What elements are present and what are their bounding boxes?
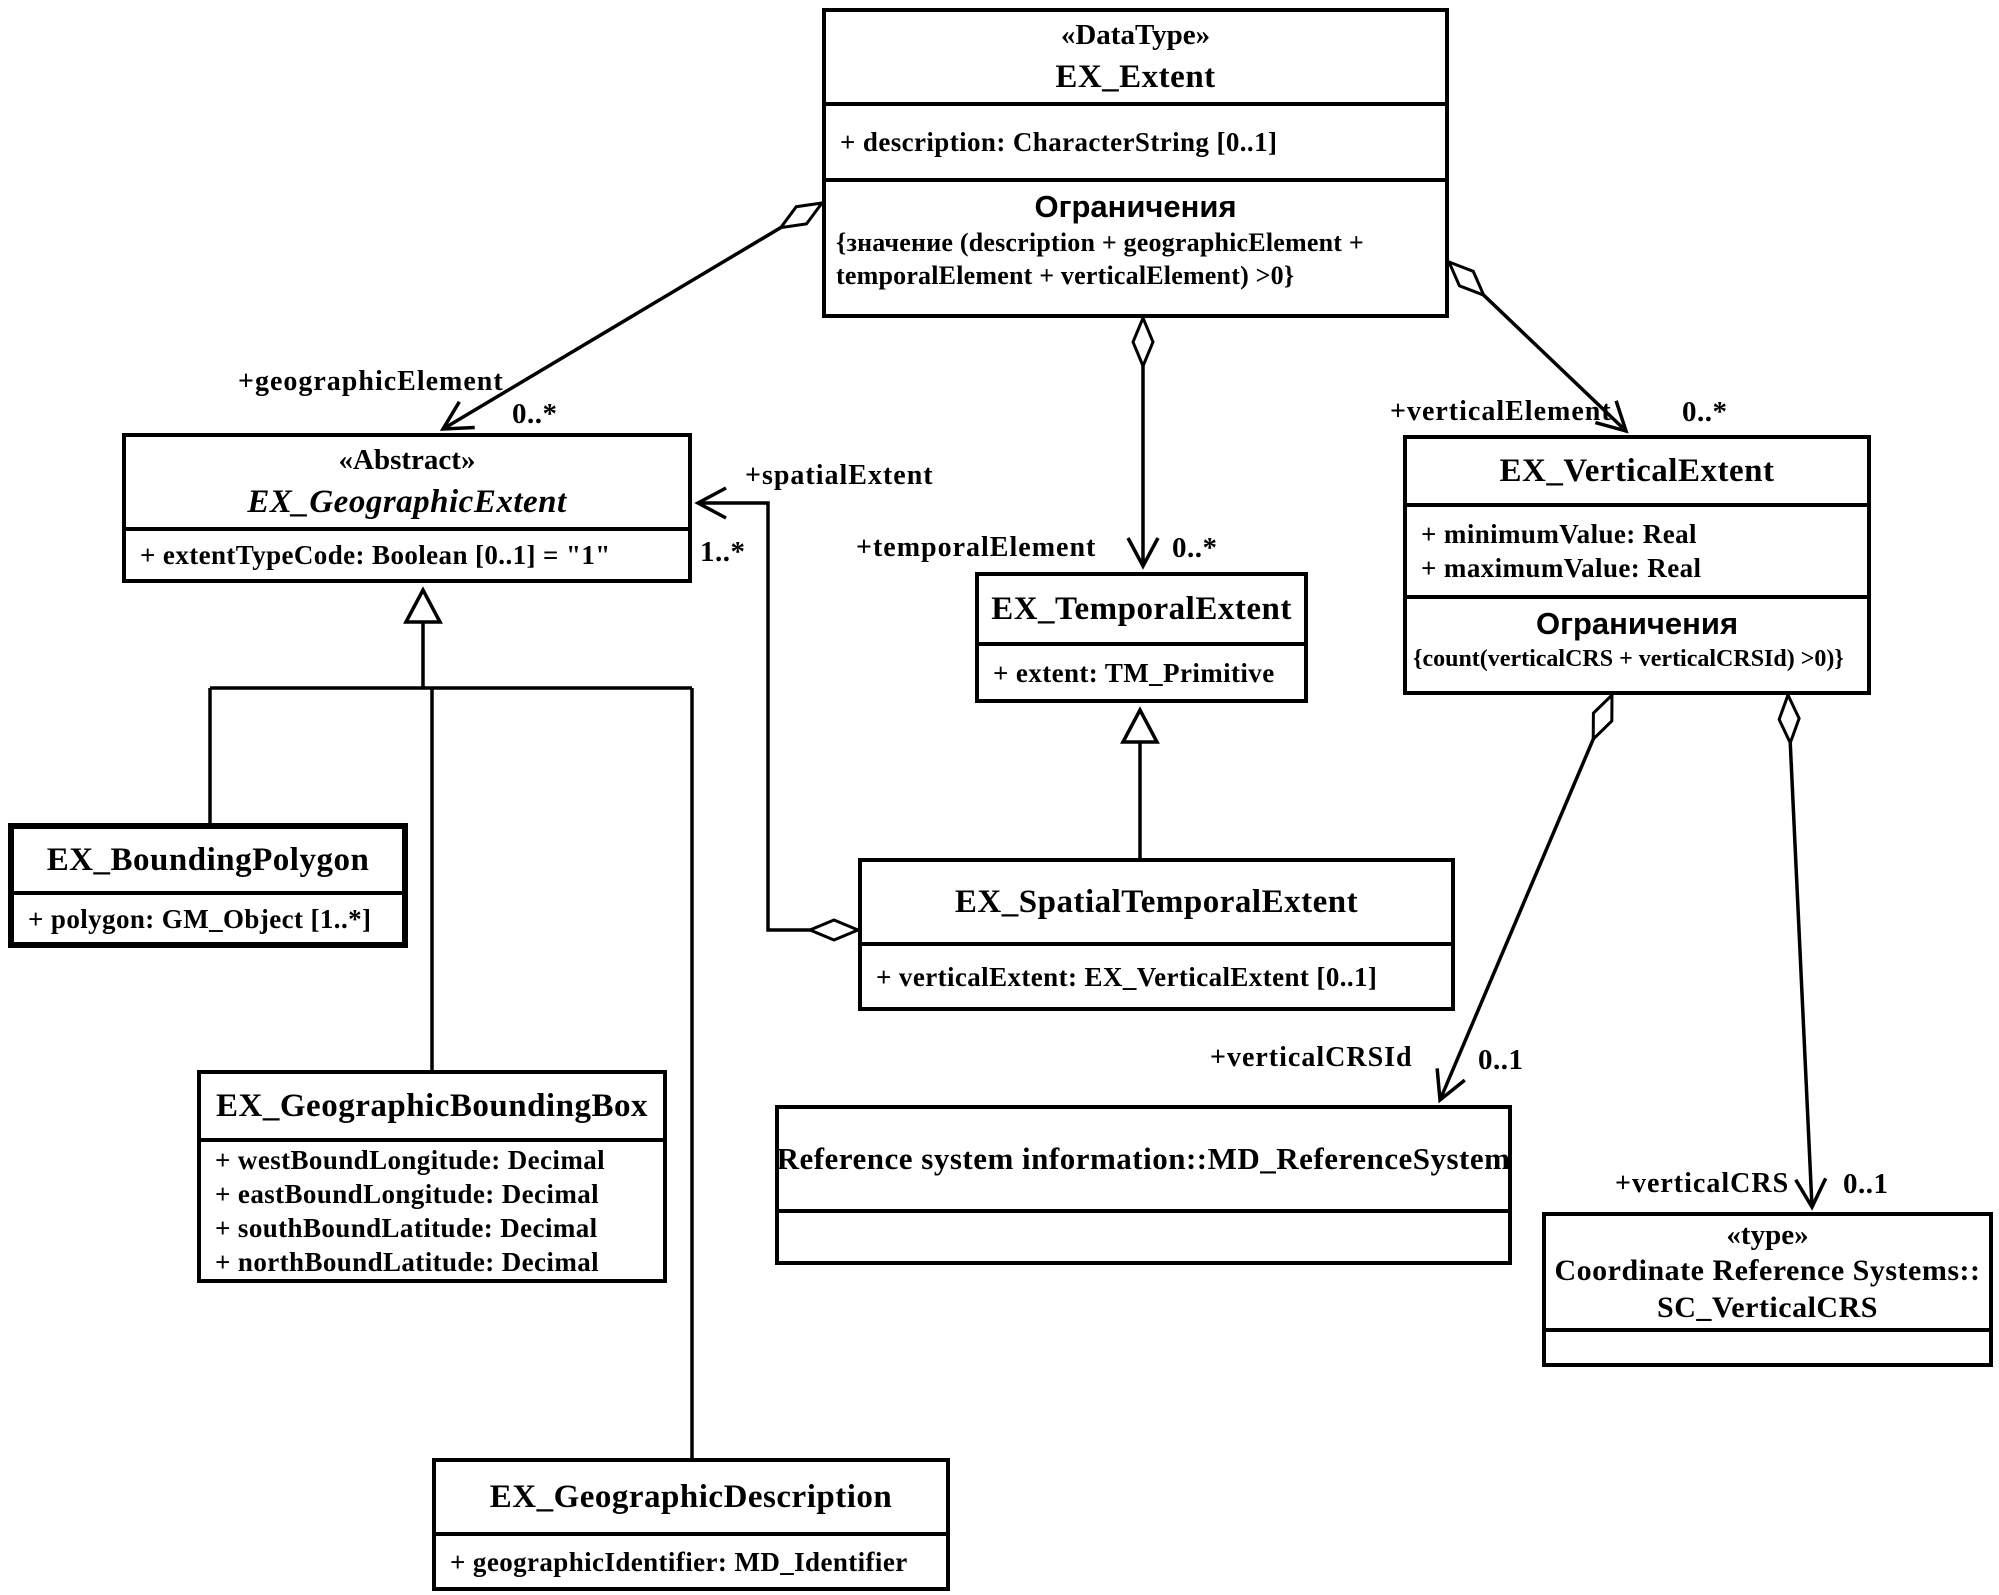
class-attribute: + northBoundLatitude: Decimal [215,1246,600,1277]
class-ex-bounding-polygon: EX_BoundingPolygon + polygon: GM_Object … [8,823,408,948]
empty-compartment [1546,1328,1989,1363]
class-attribute: + westBoundLongitude: Decimal [215,1144,606,1175]
class-name: EX_GeographicBoundingBox [216,1088,648,1124]
role-label-vertical-element: +verticalElement [1390,396,1612,427]
class-attribute: + minimumValue: Real [1421,519,1697,549]
empty-compartment [779,1209,1508,1261]
class-ex-extent: «DataType» EX_Extent + description: Char… [822,8,1449,318]
class-name: SC_VerticalCRS [1657,1291,1878,1324]
class-ex-geographic-bounding-box: EX_GeographicBoundingBox + westBoundLong… [197,1070,667,1283]
constraint-line: {count(verticalCRS + verticalCRSId) >0)} [1413,646,1844,672]
class-attribute: + extentTypeCode: Boolean [0..1] = "1" [140,540,611,570]
role-label-spatial-extent: +spatialExtent [745,460,934,491]
multiplicity-vertical-element: 0..* [1682,396,1728,428]
class-attribute: + extent: TM_Primitive [993,657,1275,688]
generalization-geographic-extent [208,586,694,1458]
assoc-vertical-crs [1788,695,1812,1207]
constraints-heading: Ограничения [1535,606,1739,641]
class-attribute: + geographicIdentifier: MD_Identifier [450,1546,908,1577]
class-ex-vertical-extent: EX_VerticalExtent + minimumValue: Real +… [1403,435,1871,695]
class-attribute: + maximumValue: Real [1421,553,1702,583]
multiplicity-vertical-crs-id: 0..1 [1478,1044,1524,1076]
class-stereotype: «Abstract» [338,444,476,476]
class-name: EX_SpatialTemporalExtent [954,884,1359,920]
class-attribute: + verticalExtent: EX_VerticalExtent [0..… [876,961,1378,992]
role-label-temporal-element: +temporalElement [856,532,1097,563]
assoc-vertical-crs-id [1440,695,1614,1100]
constraints-heading: Ограничения [1034,189,1237,224]
multiplicity-spatial-extent: 1..* [700,536,746,568]
class-stereotype: «DataType» [1060,19,1211,51]
class-sc-vertical-crs: «type» Coordinate Reference Systems:: SC… [1542,1212,1993,1367]
class-attribute: + southBoundLatitude: Decimal [215,1212,598,1243]
constraint-line: temporalElement + verticalElement) >0} [836,261,1295,290]
class-ex-spatial-temporal-extent: EX_SpatialTemporalExtent + verticalExten… [858,858,1455,1011]
class-name: EX_GeographicDescription [489,1479,893,1515]
class-ex-geographic-extent: «Abstract» EX_GeographicExtent + extentT… [122,433,692,583]
multiplicity-vertical-crs: 0..1 [1843,1168,1889,1200]
multiplicity-temporal-element: 0..* [1172,532,1218,564]
role-label-vertical-crs: +verticalCRS [1615,1168,1790,1199]
assoc-vertical-element [1449,262,1626,431]
class-name: EX_TemporalExtent [991,591,1292,627]
class-name: EX_BoundingPolygon [46,842,370,878]
class-attribute: + eastBoundLongitude: Decimal [215,1178,600,1209]
class-ex-geographic-description: EX_GeographicDescription + geographicIde… [432,1458,950,1591]
class-md-reference-system: Reference system information::MD_Referen… [775,1105,1512,1265]
class-name: EX_VerticalExtent [1499,453,1775,489]
role-label-vertical-crs-id: +verticalCRSId [1210,1042,1413,1073]
constraint-line: {значение (description + geographicEleme… [836,228,1364,257]
class-stereotype: «type» [1726,1219,1809,1251]
class-attribute: + polygon: GM_Object [1..*] [28,903,372,934]
class-name: EX_GeographicExtent [247,484,567,520]
class-name: EX_Extent [1055,59,1216,95]
class-name: Coordinate Reference Systems:: [1554,1254,1981,1287]
class-ex-temporal-extent: EX_TemporalExtent + extent: TM_Primitive [975,572,1308,703]
multiplicity-geographic-element: 0..* [512,398,558,430]
class-attribute: + description: CharacterString [0..1] [840,127,1278,157]
assoc-spatial-extent [698,503,858,930]
class-name: Reference system information::MD_Referen… [779,1141,1508,1176]
role-label-geographic-element: +geographicElement [238,366,504,397]
assoc-geographic-element [443,203,822,429]
